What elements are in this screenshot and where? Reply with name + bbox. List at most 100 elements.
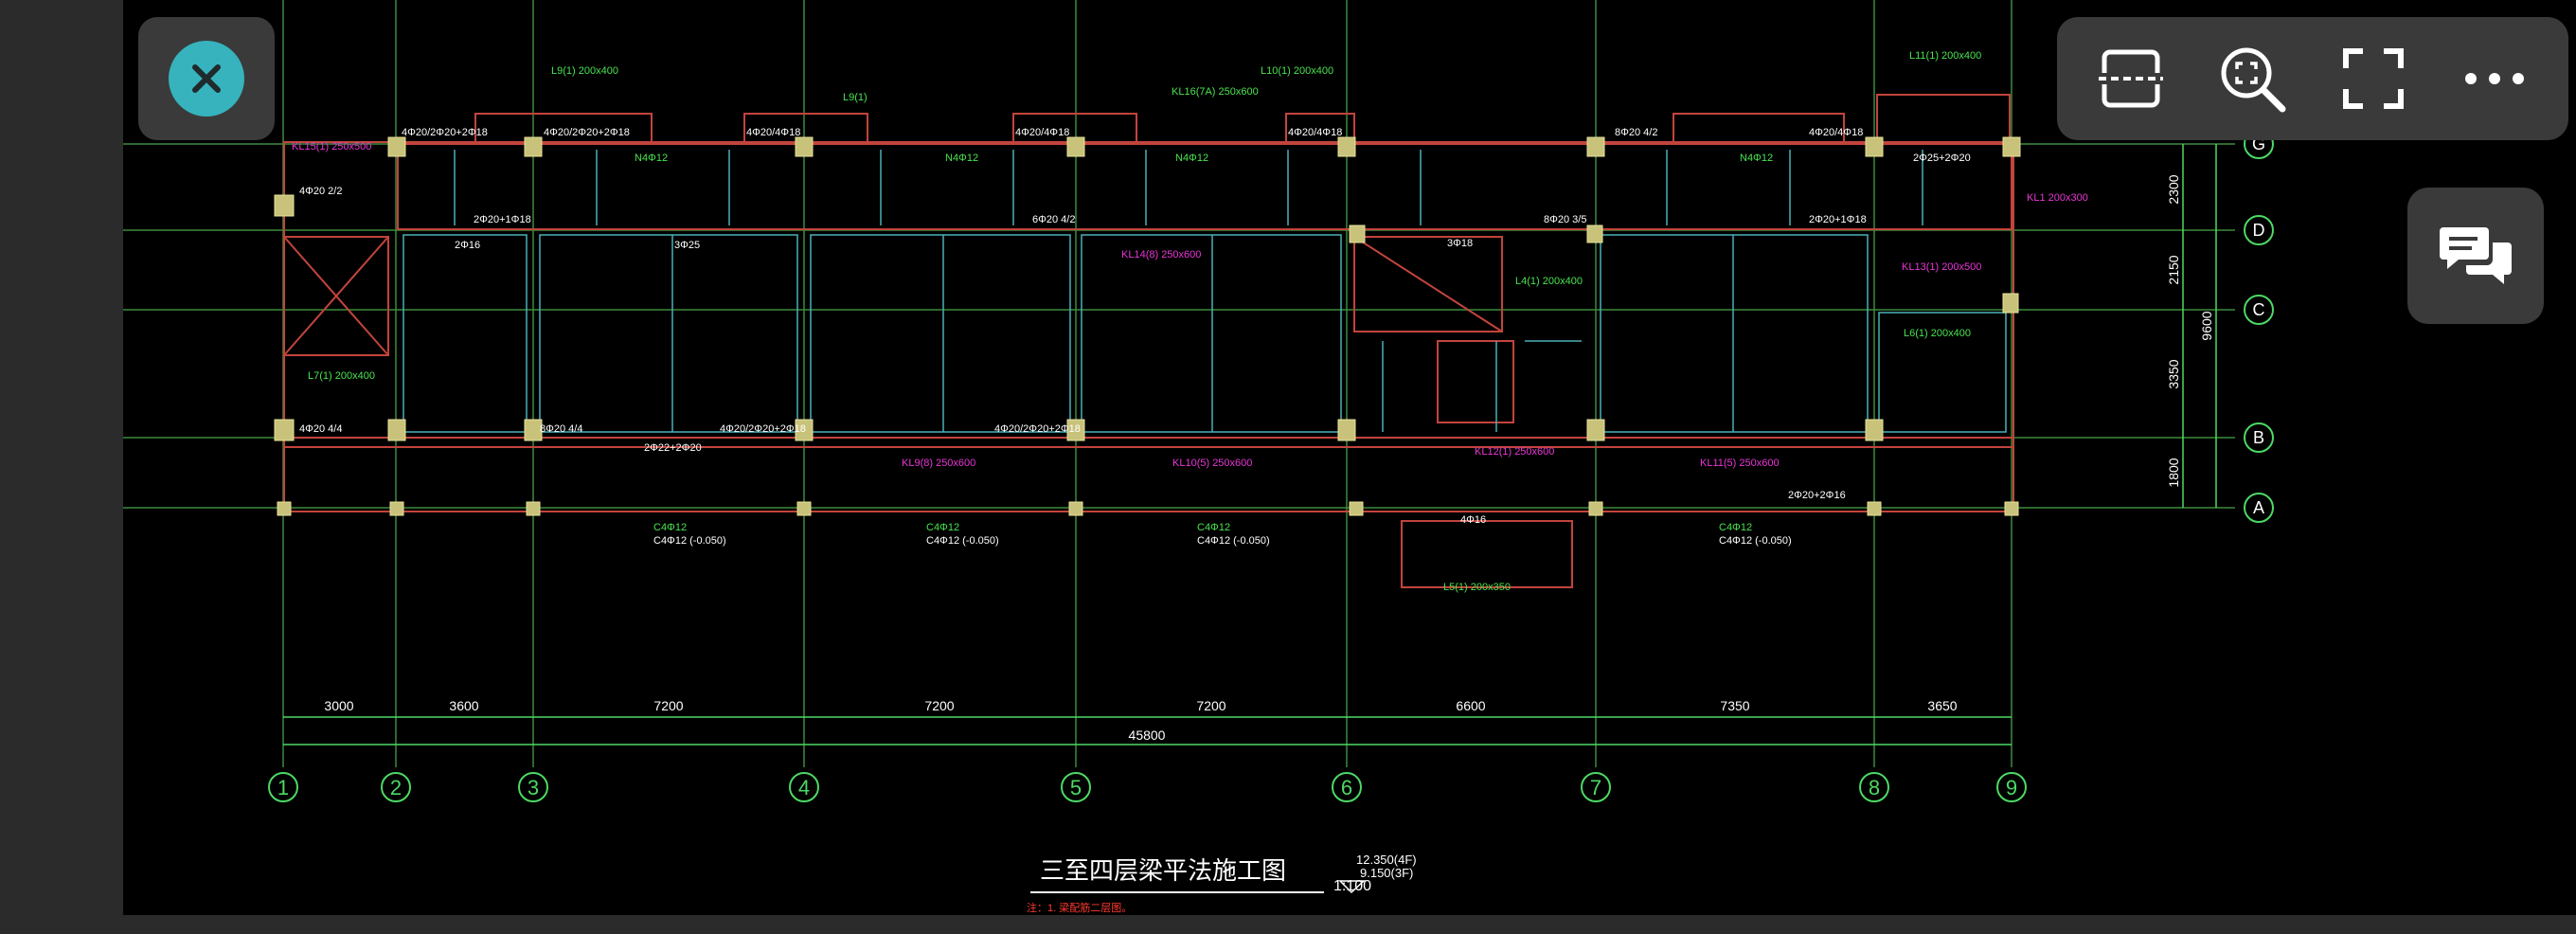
axis-lines: [123, 143, 2235, 509]
beam-label: N4Φ12: [945, 153, 978, 164]
green-beam-labels: L9(1) 200x400 KL16(7A) 250x600 L10(1) 20…: [308, 50, 1981, 593]
rebar-label: 4Φ20/4Φ18: [1809, 127, 1863, 138]
grid-number: 2: [390, 776, 402, 799]
side-dimension: 2150: [2166, 255, 2181, 284]
bay-dimension: 7200: [653, 698, 683, 713]
rebar-label: C4Φ12 (-0.050): [653, 535, 726, 547]
bay-dimension: 3650: [1927, 698, 1957, 713]
more-icon: [2465, 73, 2524, 84]
beam-label-kl: KL13(1) 200x500: [1902, 261, 1981, 273]
total-dimension: 45800: [1129, 727, 1166, 743]
crop-icon: [2099, 49, 2163, 108]
side-dimension: 2300: [2166, 174, 2181, 204]
beam-label: L7(1) 200x400: [308, 370, 375, 382]
zoom-icon: [2221, 47, 2286, 113]
fullscreen-button[interactable]: [2326, 31, 2421, 126]
drawing-title: 三至四层梁平法施工图: [1040, 856, 1286, 885]
side-dimension: 1800: [2166, 458, 2181, 487]
interior-beams: [402, 150, 2007, 433]
beam-label: L9(1) 200x400: [551, 65, 618, 77]
fullscreen-icon: [2343, 48, 2404, 109]
rebar-label: 4Φ20/2Φ20+2Φ18: [544, 127, 630, 138]
rebar-label: 3Φ25: [674, 240, 700, 251]
bay-dimension: 3000: [324, 698, 353, 713]
beam-label: L4(1) 200x400: [1515, 276, 1583, 287]
grid-number: 4: [798, 776, 810, 799]
columns: [274, 136, 2021, 516]
grid-number: 3: [528, 776, 539, 799]
title-block: 三至四层梁平法施工图 1:100 12.350(4F) 9.150(3F) 注：…: [1027, 853, 1417, 914]
beam-label: N4Φ12: [1175, 153, 1208, 164]
drawing-canvas[interactable]: 1 2 3 4 5 6 7 8 9 G D C B A 3000 3600: [123, 0, 2576, 915]
beam-label-kl: KL1 200x300: [2027, 192, 2088, 204]
grid-number: 5: [1070, 776, 1082, 799]
rebar-label: 2Φ20+1Φ18: [1809, 214, 1867, 225]
bay-dimensions: 3000 3600 7200 7200 7200 6600 7350 3650 …: [324, 698, 1957, 743]
bay-dimension: 7200: [1196, 698, 1225, 713]
grid-number: 9: [2006, 776, 2017, 799]
rebar-label: 3Φ18: [1447, 238, 1473, 249]
rebar-label: C4Φ12 (-0.050): [1719, 535, 1792, 547]
rebar-label: 4Φ20/2Φ20+2Φ18: [720, 423, 806, 435]
comment-button[interactable]: [2407, 188, 2544, 324]
more-button[interactable]: [2447, 31, 2542, 126]
axis-letter: D: [2253, 221, 2265, 240]
cad-drawing[interactable]: 1 2 3 4 5 6 7 8 9 G D C B A 3000 3600: [123, 0, 2576, 915]
beam-label: C4Φ12: [1719, 522, 1752, 533]
beam-label: KL16(7A) 250x600: [1172, 86, 1259, 98]
rebar-label: 2Φ22+2Φ20: [644, 442, 702, 454]
rebar-label: 4Φ20/2Φ20+2Φ18: [994, 423, 1081, 435]
zoom-button[interactable]: [2205, 31, 2299, 126]
axis-bubbles: [2244, 129, 2274, 523]
beam-label: L11(1) 200x400: [1909, 50, 1981, 62]
axis-letter: A: [2253, 498, 2264, 517]
beam-label-kl: KL10(5) 250x600: [1172, 458, 1252, 469]
rebar-label: 2Φ16: [455, 240, 480, 251]
magenta-beam-labels: KL15(1) 250x500 KL13(1) 200x500 KL1 200x…: [292, 141, 2088, 469]
rebar-label: 2Φ20+2Φ16: [1788, 490, 1846, 501]
rebar-label: 8Φ20 4/2: [1615, 127, 1657, 138]
close-button[interactable]: [138, 17, 275, 140]
rebar-label: 4Φ20/2Φ20+2Φ18: [402, 127, 488, 138]
grid-number: 1: [277, 776, 289, 799]
grid-lines: [282, 0, 2012, 767]
rebar-label: 4Φ20 4/4: [299, 423, 342, 435]
close-icon: [169, 41, 244, 117]
bay-dimension: 3600: [449, 698, 478, 713]
rebar-label: C4Φ12 (-0.050): [1197, 535, 1270, 547]
grid-bubbles: [268, 772, 2027, 802]
rebar-labels: 4Φ20/2Φ20+2Φ18 4Φ20/2Φ20+2Φ18 4Φ20/4Φ18 …: [299, 127, 1971, 547]
bay-dimension: 7350: [1720, 698, 1749, 713]
beam-label: C4Φ12: [926, 522, 959, 533]
side-dimensions: 2300 2150 3350 1800 9600: [2166, 174, 2214, 487]
rebar-label: 8Φ20 3/5: [1544, 214, 1586, 225]
beam-label: L10(1) 200x400: [1261, 65, 1333, 77]
beam-label: C4Φ12: [1197, 522, 1230, 533]
grid-number: 7: [1590, 776, 1601, 799]
rebar-label: 6Φ20 4/2: [1032, 214, 1075, 225]
rebar-label: 4Φ20/4Φ18: [1015, 127, 1069, 138]
rebar-label: 4Φ16: [1460, 514, 1486, 526]
crop-button[interactable]: [2084, 31, 2178, 126]
rebar-label: 2Φ25+2Φ20: [1913, 153, 1971, 164]
beam-label-kl: KL9(8) 250x600: [902, 458, 975, 469]
grid-numbers: 1 2 3 4 5 6 7 8 9: [277, 776, 2017, 799]
beam-label-kl: KL15(1) 250x500: [292, 141, 371, 153]
rebar-label: 4Φ20 2/2: [299, 186, 342, 197]
rebar-label: 4Φ20/4Φ18: [1288, 127, 1342, 138]
axis-letter: B: [2253, 428, 2264, 447]
beam-label: N4Φ12: [635, 153, 668, 164]
beam-label-kl: KL11(5) 250x600: [1700, 458, 1780, 469]
comment-icon: [2440, 227, 2512, 284]
elevation-top: 12.350(4F): [1356, 853, 1417, 867]
axis-letter: C: [2253, 300, 2265, 319]
dimension-lines: [283, 144, 2217, 745]
rebar-label: 8Φ20 4/4: [540, 423, 582, 435]
bay-dimension: 6600: [1456, 698, 1485, 713]
beam-label: N4Φ12: [1740, 153, 1773, 164]
beam-label: L5(1) 200x350: [1443, 582, 1511, 593]
drawing-note: 注：1. 梁配筋二层图。: [1027, 901, 1132, 914]
beam-label: L6(1) 200x400: [1904, 328, 1971, 339]
beam-label: L9(1): [843, 92, 868, 103]
